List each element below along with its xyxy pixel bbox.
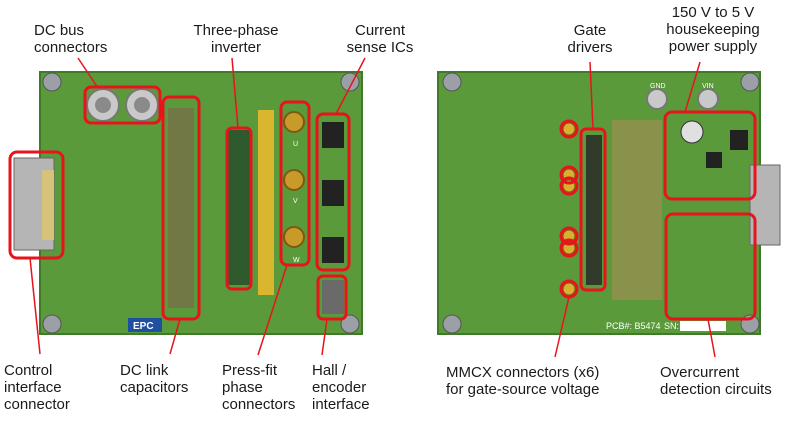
label-overcurrent-detection: Overcurrent detection circuits — [660, 364, 772, 398]
pcb-number-text: PCB#: B5474 — [606, 321, 661, 331]
control-connector-box — [8, 150, 65, 260]
phase-connector-box — [279, 100, 311, 267]
highlight-boxes — [8, 85, 757, 321]
label-housekeeping-supply: 150 V to 5 V housekeeping power supply — [666, 4, 760, 55]
phase-u-text: U — [293, 141, 298, 148]
mmcx-rings — [559, 119, 579, 299]
current-sense-box — [315, 112, 351, 272]
dc-bus-box — [83, 85, 162, 125]
phase-w-text: W — [293, 257, 300, 264]
hall-box — [316, 274, 348, 321]
label-current-sense-ics: Current sense ICs — [346, 22, 414, 56]
housekeeping-box — [663, 110, 757, 201]
phase-v-text: V — [293, 198, 298, 205]
inverter-box — [225, 126, 253, 291]
label-control-interface-connector: Control interface connector — [4, 362, 70, 413]
leader-lines — [29, 57, 716, 358]
label-mmcx-connectors: MMCX connectors (x6) for gate-source vol… — [446, 364, 600, 398]
label-gate-drivers: Gate drivers — [567, 22, 613, 56]
epc-logo-text: EPC — [133, 321, 154, 332]
sn-text: SN: — [664, 321, 679, 331]
label-dc-bus-connectors: DC bus connectors — [34, 22, 108, 56]
overcurrent-box — [664, 212, 757, 321]
label-three-phase-inverter: Three-phase inverter — [193, 22, 279, 56]
vin-text: VIN — [702, 83, 714, 90]
label-hall-encoder-interface: Hall / encoder interface — [312, 362, 370, 413]
gnd-text: GND — [650, 83, 666, 90]
label-dc-link-capacitors: DC link capacitors — [120, 362, 189, 396]
label-press-fit-phase-connectors: Press-fit phase connectors — [222, 362, 296, 413]
dc-link-box — [161, 95, 201, 321]
right-board: GND VIN PCB#: B5474 SN: — [437, 71, 781, 335]
